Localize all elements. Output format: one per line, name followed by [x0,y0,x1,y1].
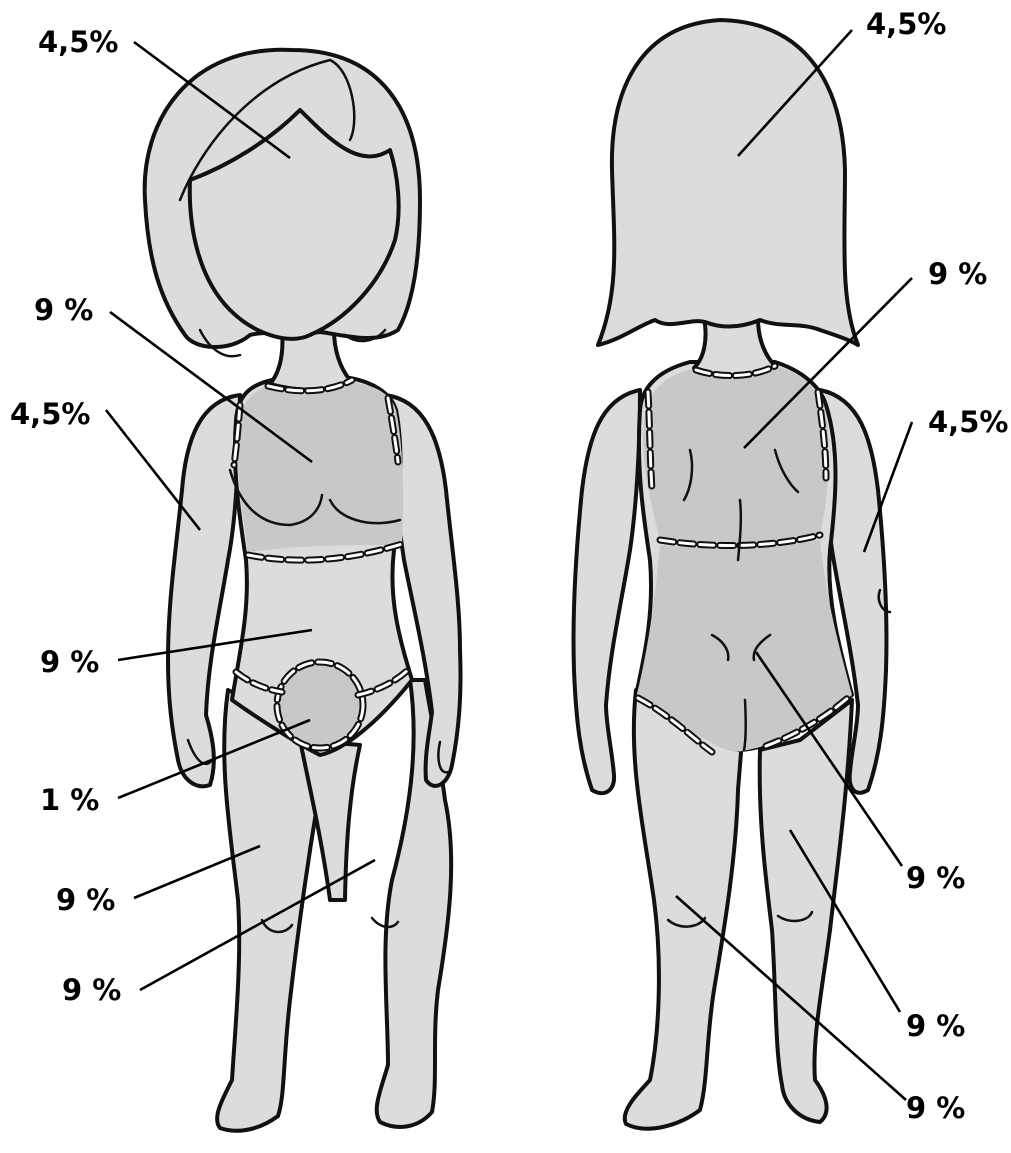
back-leg-left [625,690,742,1129]
label-front-abdomen: 9 % [40,648,99,677]
label-front-leg-left: 9 % [62,976,121,1005]
back-upper-region [643,366,829,545]
label-back-lower: 9 % [906,864,965,893]
label-front-chest: 9 % [34,296,93,325]
front-chest-region [238,382,404,552]
label-front-arm: 4,5% [10,400,90,429]
back-hair [598,20,858,345]
label-back-leg-right: 9 % [906,1012,965,1041]
label-back-upper: 9 % [928,260,987,289]
label-back-head: 4,5% [866,10,946,39]
label-back-leg-left: 9 % [906,1094,965,1123]
label-front-genitals: 1 % [40,786,99,815]
label-front-leg-right: 9 % [56,886,115,915]
back-arm-left [573,390,640,793]
label-back-arm: 4,5% [928,408,1008,437]
back-figure [573,20,890,1129]
front-figure [145,50,461,1131]
label-front-head: 4,5% [38,28,118,57]
